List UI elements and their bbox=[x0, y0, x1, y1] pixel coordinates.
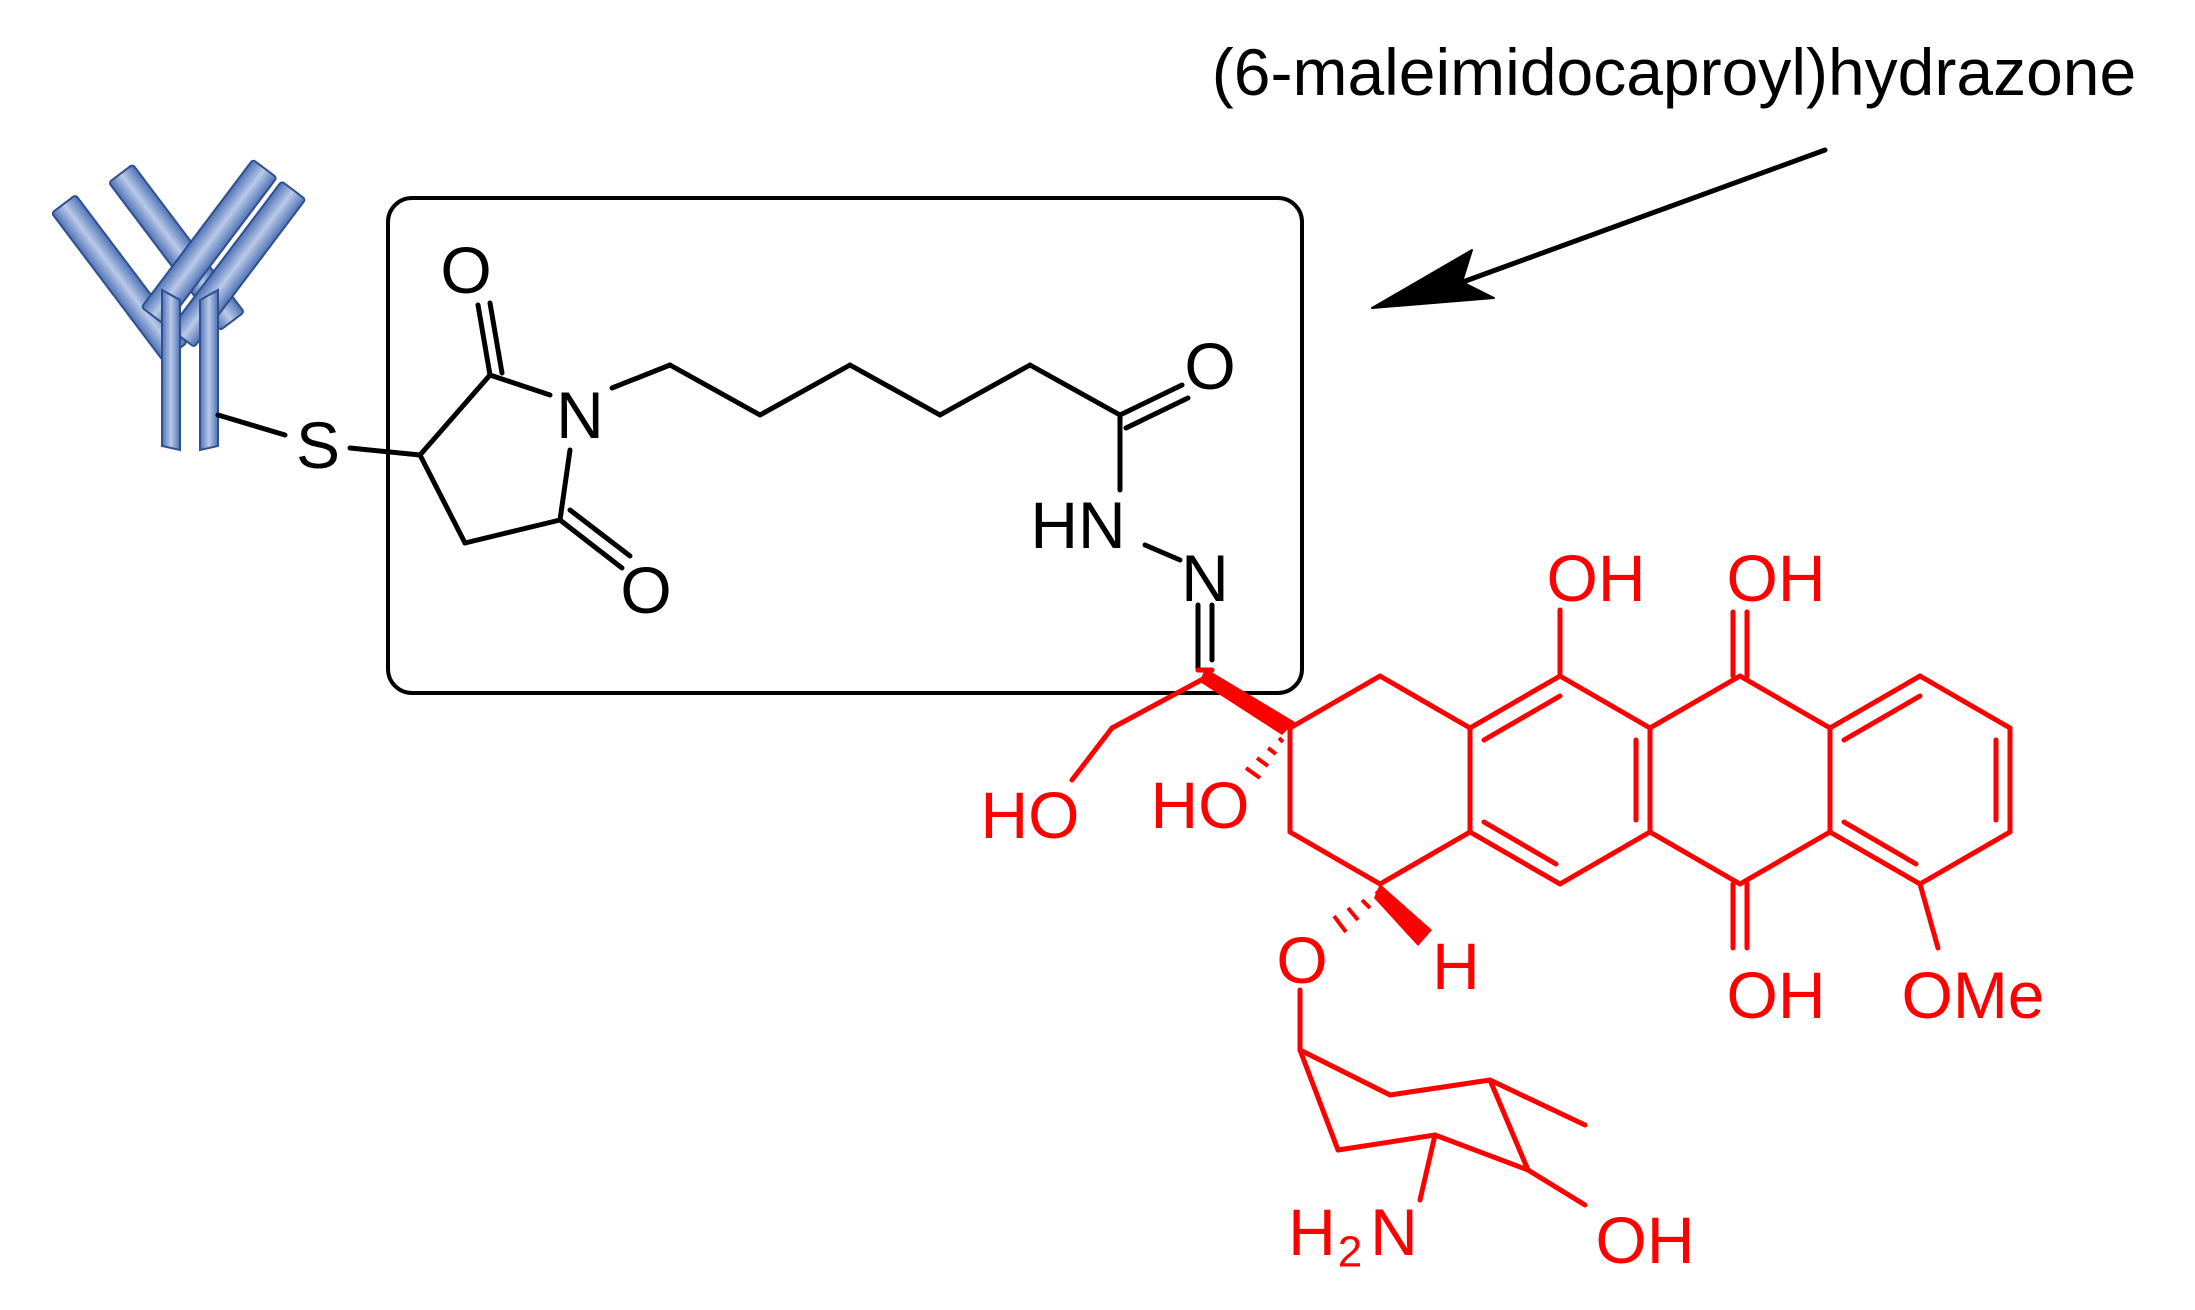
quinone-oh-label: OH bbox=[1727, 958, 1826, 1032]
amine-n-label: N bbox=[1370, 1195, 1418, 1269]
phenol-oh-label-1: OH bbox=[1547, 541, 1646, 615]
imide-oxygen-top-label: O bbox=[440, 233, 491, 307]
amide-oxygen-label: O bbox=[1184, 329, 1235, 403]
linker-bonds bbox=[215, 300, 1215, 673]
atom-labels: S O O N O HN N OH OH HO HO OH OMe O H OH… bbox=[296, 233, 2045, 1277]
sugar-oh-label: OH bbox=[1596, 1203, 1695, 1277]
hydroxymethyl-oh-label: HO bbox=[981, 778, 1080, 852]
hydrazide-nh-label: HN bbox=[1030, 488, 1125, 562]
amine-label: H 2 N bbox=[1288, 1195, 1418, 1277]
arrow-icon bbox=[1371, 147, 1828, 309]
stereo-hydrogen-label: H bbox=[1432, 929, 1480, 1003]
tertiary-oh-label: HO bbox=[1151, 768, 1250, 842]
imide-nitrogen-label: N bbox=[556, 378, 604, 452]
amine-subscript-label: 2 bbox=[1338, 1228, 1362, 1277]
linker-caption: (6-maleimidocaproyl)hydrazone bbox=[1212, 35, 2136, 109]
imide-oxygen-bottom-label: O bbox=[620, 553, 671, 627]
drug-bonds bbox=[1069, 607, 2013, 1208]
sulfur-label: S bbox=[296, 408, 340, 482]
hydrazone-nitrogen-label: N bbox=[1181, 541, 1229, 615]
methoxy-label: OMe bbox=[1901, 958, 2044, 1032]
glycosidic-oxygen-label: O bbox=[1276, 923, 1327, 997]
amine-h-label: H bbox=[1288, 1195, 1336, 1269]
antibody-icon bbox=[51, 159, 306, 452]
linker-highlight-box bbox=[386, 196, 1304, 695]
phenol-oh-label-2: OH bbox=[1727, 541, 1826, 615]
